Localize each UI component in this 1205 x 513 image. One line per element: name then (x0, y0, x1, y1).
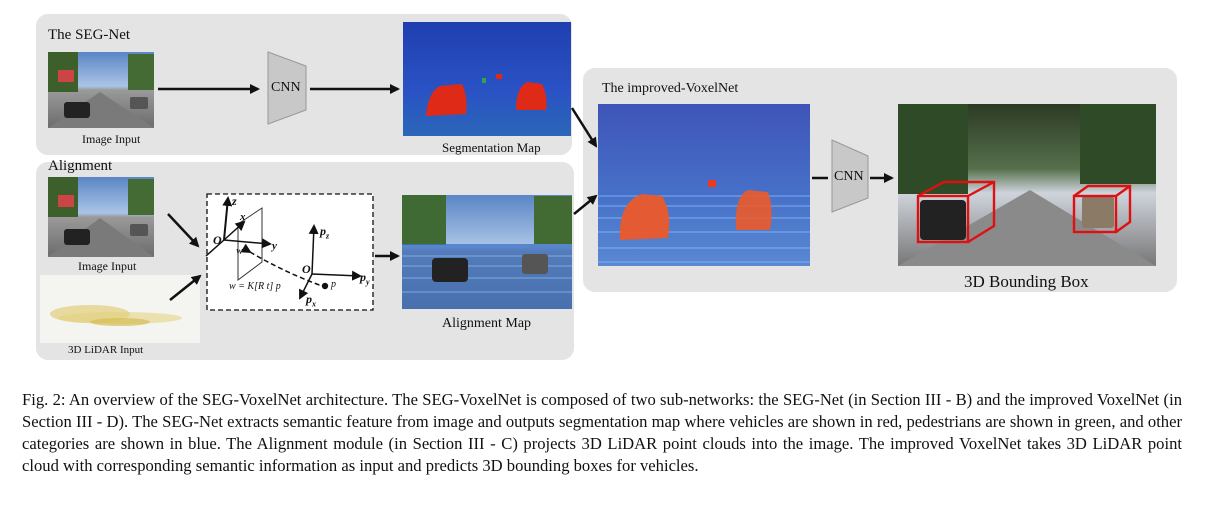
lidar-input-label: 3D LiDAR Input (68, 344, 144, 356)
diagram-w: w (236, 246, 243, 257)
lidar-point-cloud-image (40, 275, 200, 343)
diagram-py: py (360, 270, 370, 286)
diagram-px-sub: x (312, 299, 316, 309)
diagram-equation: w = K[R t] p (229, 281, 281, 292)
diagram-px: px (306, 292, 316, 308)
arrow-alignmap-to-voxelnet (573, 194, 598, 215)
diagram-py-p: p (360, 270, 366, 284)
alignment-map-label: Alignment Map (442, 316, 532, 331)
voxel-semantic-map-image (598, 104, 810, 266)
seg-net-title: The SEG-Net (48, 27, 131, 43)
arrow-segmap-to-voxelnet (570, 107, 598, 148)
alignment-title: Alignment (48, 158, 113, 174)
diagram-axis-z: z (232, 194, 237, 208)
diagram-pz-sub: z (326, 231, 330, 241)
align-image-input-label: Image Input (78, 259, 137, 273)
diagram-axis-x: x (240, 211, 246, 223)
arrow-lidar-to-projection (169, 274, 202, 301)
segmentation-map-label: Segmentation Map (442, 140, 541, 155)
diagram-pz: pz (320, 224, 329, 240)
diagram-py-sub: y (366, 277, 370, 287)
voxel-cnn-label: CNN (834, 169, 864, 184)
diagram-pz-p: p (320, 224, 326, 238)
diagram-origin-left: O (213, 233, 222, 247)
voxelnet-title: The improved-VoxelNet (602, 81, 739, 96)
align-image-input-photo (48, 177, 154, 257)
diagram-point-p: p (331, 279, 336, 290)
bounding-box-result-image (898, 104, 1156, 266)
bounding-box-label: 3D Bounding Box (964, 272, 1089, 291)
alignment-map-image (402, 195, 572, 309)
voxel-cnn-block (831, 139, 869, 213)
projection-diagram (205, 193, 374, 311)
diagram-axis-y: y (272, 240, 277, 252)
diagram-px-p: p (306, 292, 312, 306)
diagram-origin-right: O (302, 262, 311, 276)
seg-image-input-photo (48, 52, 154, 128)
seg-cnn-label: CNN (271, 80, 301, 95)
seg-cnn-block (267, 51, 307, 125)
seg-image-input-label: Image Input (82, 132, 141, 146)
figure-caption: Fig. 2: An overview of the SEG-VoxelNet … (22, 390, 1182, 475)
segmentation-map-image (403, 22, 571, 136)
arrow-image-to-projection (167, 213, 200, 248)
